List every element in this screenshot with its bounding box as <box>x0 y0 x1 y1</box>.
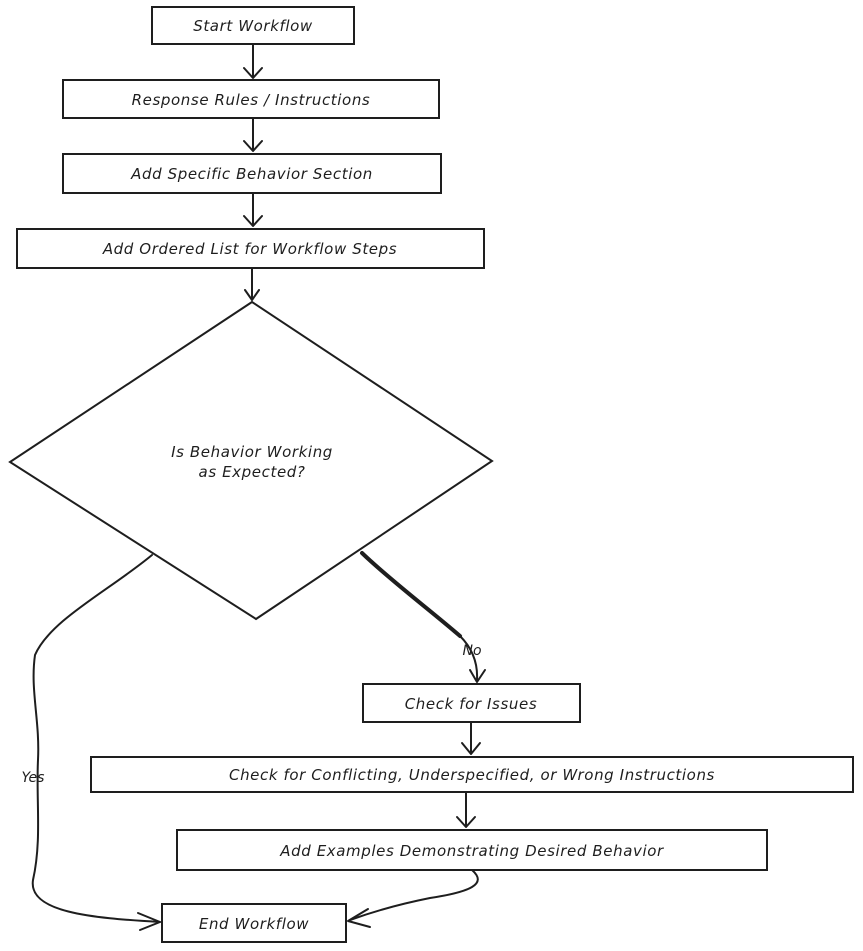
edge-ordered-list-to-decision <box>244 267 260 301</box>
edge-decision-no-to-check-issues <box>360 551 486 683</box>
node-decision: Is Behavior Working as Expected? <box>8 300 494 621</box>
node-start-workflow-label: Start Workflow <box>193 17 313 35</box>
node-add-examples-label: Add Examples Demonstrating Desired Behav… <box>279 842 664 860</box>
edge-check-issues-to-check-conflicting <box>461 721 481 755</box>
node-ordered-list-label: Add Ordered List for Workflow Steps <box>102 240 397 258</box>
node-response-rules-label: Response Rules / Instructions <box>132 91 371 109</box>
node-end-workflow-label: End Workflow <box>199 915 309 933</box>
edge-start-to-response-rules <box>243 44 263 79</box>
edge-specific-behavior-to-ordered-list <box>243 192 263 227</box>
node-end-workflow: End Workflow <box>161 903 347 943</box>
edge-check-conflicting-to-add-examples <box>456 791 476 828</box>
node-ordered-list: Add Ordered List for Workflow Steps <box>16 228 485 269</box>
node-start-workflow: Start Workflow <box>151 6 355 45</box>
node-decision-label-line2: as Expected? <box>199 463 306 481</box>
node-specific-behavior: Add Specific Behavior Section <box>62 153 442 194</box>
node-specific-behavior-label: Add Specific Behavior Section <box>130 165 373 183</box>
edge-label-no: No <box>462 643 481 659</box>
node-decision-label-line1: Is Behavior Working <box>171 443 333 461</box>
edge-add-examples-to-end <box>347 869 479 928</box>
node-add-examples: Add Examples Demonstrating Desired Behav… <box>176 829 768 871</box>
node-check-conflicting-label: Check for Conflicting, Underspecified, o… <box>229 766 715 784</box>
edge-decision-yes-to-end <box>31 554 161 931</box>
edge-label-yes: Yes <box>22 770 45 786</box>
node-check-conflicting: Check for Conflicting, Underspecified, o… <box>90 756 854 793</box>
node-check-issues-label: Check for Issues <box>405 695 538 713</box>
edge-response-rules-to-specific-behavior <box>243 117 263 152</box>
node-response-rules: Response Rules / Instructions <box>62 79 440 119</box>
node-check-issues: Check for Issues <box>362 683 581 723</box>
